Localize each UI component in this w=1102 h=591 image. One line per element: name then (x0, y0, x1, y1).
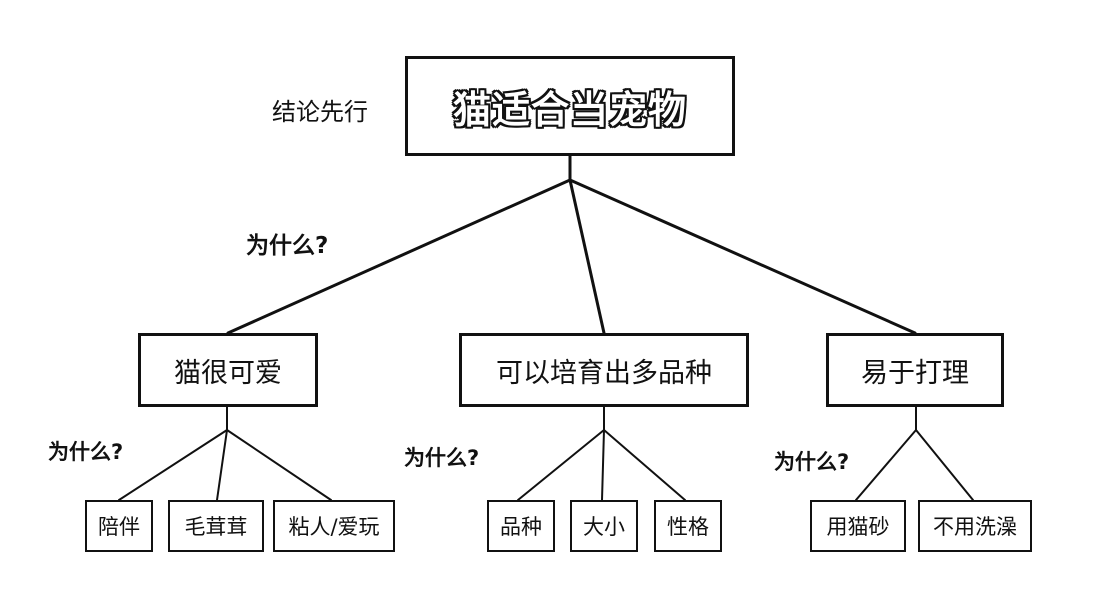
leaf-node-1-2: 毛茸茸 (168, 500, 264, 552)
connector-branch-1-leaf-1 (118, 429, 228, 501)
leaf-node-1-3-text: 粘人/爱玩 (288, 515, 380, 539)
leaf-node-1-3: 粘人/爱玩 (273, 500, 395, 552)
leaf-node-1-1-text: 陪伴 (98, 515, 140, 539)
connector-root-branch-2 (568, 178, 606, 335)
branch-node-3: 易于打理 (826, 333, 1004, 407)
connector-branch-2-leaf-3 (603, 429, 686, 501)
connector-branch-1-leaf-2 (216, 429, 228, 501)
leaf-node-2-2-text: 大小 (583, 515, 625, 539)
why-label-branch-2: 为什么? (404, 446, 480, 470)
leaf-node-2-3-text: 性格 (667, 515, 709, 539)
leaf-node-3-1-text: 用猫砂 (826, 515, 890, 539)
root-note-label: 结论先行 (272, 98, 368, 126)
connector-root-branch-3 (568, 178, 917, 335)
connector-branch-2-leaf-2 (601, 429, 605, 501)
branch-node-2: 可以培育出多品种 (459, 333, 749, 407)
connector-branch-1-leaf-3 (226, 429, 332, 501)
branch-node-3-text: 易于打理 (861, 357, 969, 389)
why-label-branch-1: 为什么? (48, 440, 124, 464)
why-label-root: 为什么? (246, 233, 329, 259)
leaf-node-2-2: 大小 (570, 500, 638, 552)
connector-branch-3-leaf-2 (915, 429, 974, 501)
root-node: 猫适合当宠物 (405, 56, 735, 156)
leaf-node-2-1-text: 品种 (500, 515, 542, 539)
connector-branch-2-leaf-1 (517, 429, 605, 501)
why-label-branch-3: 为什么? (774, 450, 850, 474)
branch-node-2-text: 可以培育出多品种 (496, 357, 712, 389)
leaf-node-2-1: 品种 (487, 500, 555, 552)
connector-root-branch-1 (226, 178, 572, 335)
leaf-node-1-1: 陪伴 (85, 500, 153, 552)
connector-branch-3-leaf-1 (855, 429, 917, 501)
leaf-node-3-1: 用猫砂 (810, 500, 906, 552)
leaf-node-3-2: 不用洗澡 (918, 500, 1032, 552)
leaf-node-3-2-text: 不用洗澡 (933, 515, 1017, 539)
root-node-text: 猫适合当宠物 (452, 87, 687, 132)
leaf-node-1-2-text: 毛茸茸 (184, 515, 248, 539)
branch-node-1-text: 猫很可爱 (174, 357, 282, 389)
leaf-node-2-3: 性格 (654, 500, 722, 552)
branch-node-1: 猫很可爱 (138, 333, 318, 407)
